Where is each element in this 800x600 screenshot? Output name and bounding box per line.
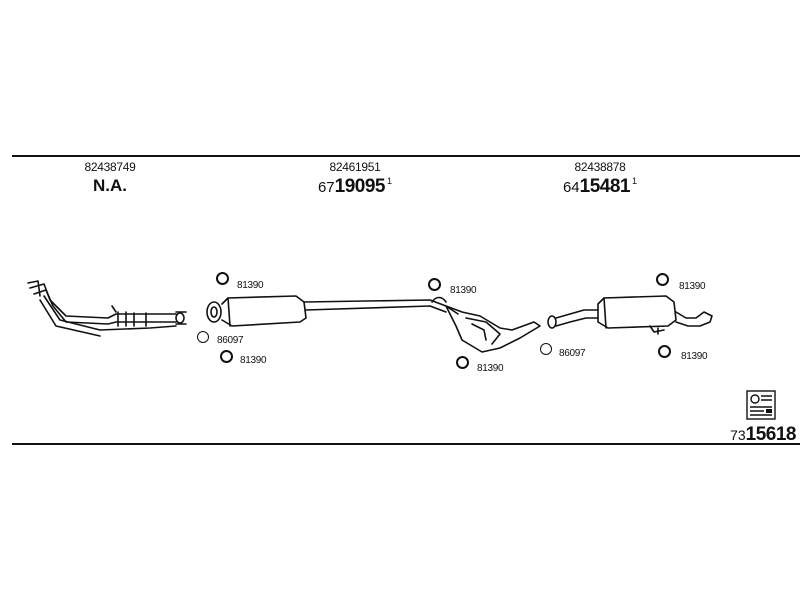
fitting-label: 81390 xyxy=(681,351,708,362)
fitting-label: 86097 xyxy=(217,335,244,346)
clamp-ring-icon xyxy=(656,273,669,286)
part-number-mark: 1 xyxy=(632,176,638,186)
fitting-label: 81390 xyxy=(237,280,264,291)
part-number-prefix: 67 xyxy=(317,179,335,196)
bottom-rule xyxy=(12,443,800,445)
clamp-ring-icon xyxy=(658,345,671,358)
part-number-prefix: 64 xyxy=(562,179,580,196)
fitting-label: 86097 xyxy=(559,348,586,359)
front-pipe-drawing xyxy=(27,280,187,337)
diagram-number-prefix: 73 xyxy=(730,427,746,443)
fitting-label: 81390 xyxy=(450,285,477,296)
clamp-ring-icon xyxy=(428,278,441,291)
rear-silencer-drawing xyxy=(547,295,713,335)
kit-symbol-icon xyxy=(746,390,776,420)
part-number-mark: 1 xyxy=(387,176,393,186)
oe-number: 82438749 xyxy=(84,160,136,174)
oe-number: 82461951 xyxy=(329,160,381,174)
part-number-main: 19095 xyxy=(334,176,386,197)
fitting-label: 81390 xyxy=(679,281,706,292)
part-status: N.A. xyxy=(93,176,127,195)
fitting-label: 81390 xyxy=(240,355,267,366)
fitting-label: 81390 xyxy=(477,363,504,374)
clamp-ring-icon xyxy=(456,356,469,369)
part-number-main: 15481 xyxy=(579,176,631,197)
gasket-ring-icon xyxy=(540,343,552,355)
clamp-ring-icon xyxy=(220,350,233,363)
diagram-number: 7315618 xyxy=(730,424,796,446)
part-group-front-pipe: 82438749 N.A. xyxy=(70,160,150,196)
diagram-number-main: 15618 xyxy=(745,424,797,445)
oe-number: 82438878 xyxy=(574,160,626,174)
middle-silencer-drawing xyxy=(206,295,541,353)
gasket-ring-icon xyxy=(197,331,209,343)
top-rule xyxy=(12,155,800,157)
clamp-ring-icon xyxy=(216,272,229,285)
